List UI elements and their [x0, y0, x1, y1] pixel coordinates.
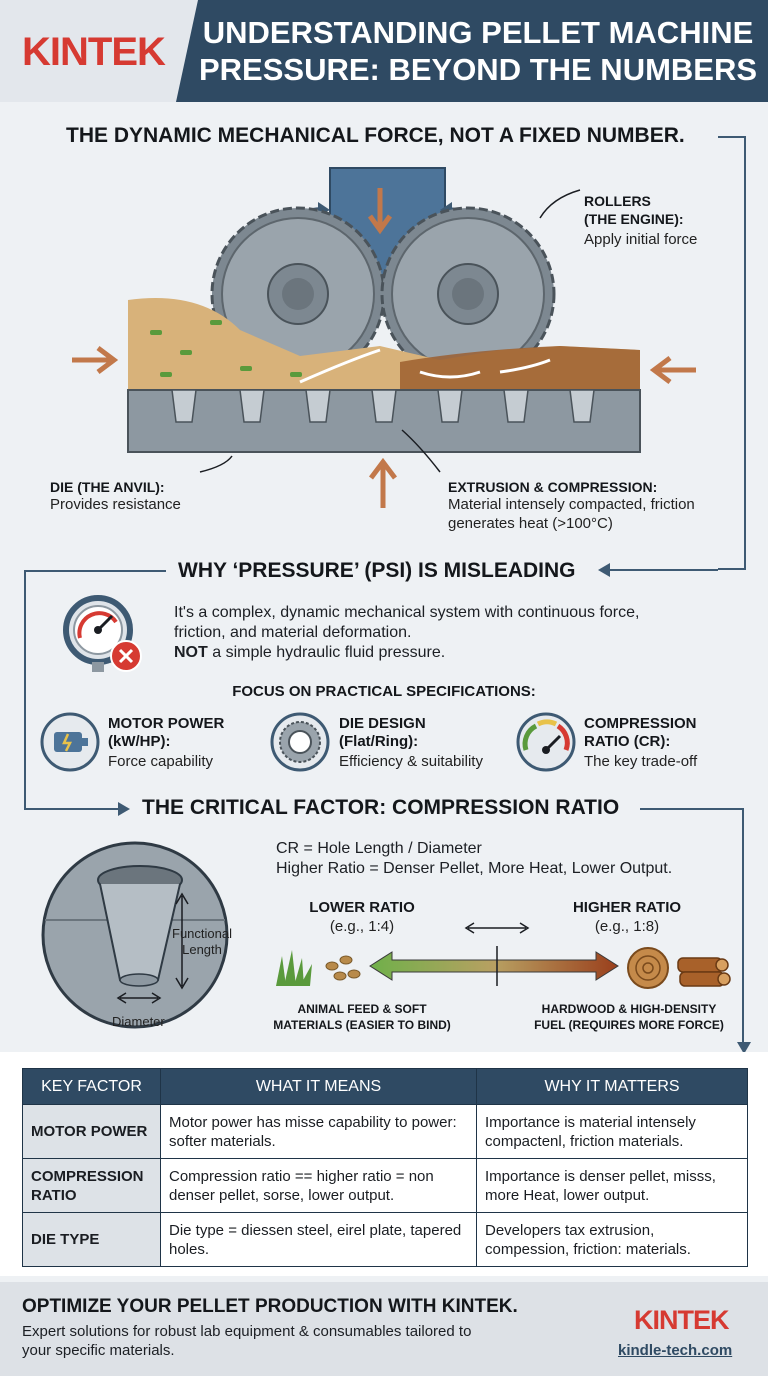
die-label: DIE (THE ANVIL):	[50, 479, 165, 495]
die-desc: Provides resistance	[50, 496, 181, 513]
table-cell-key: MOTOR POWER	[22, 1104, 161, 1159]
footer-kintek-logo: KINTEK	[634, 1305, 729, 1335]
connector-arrowhead-1	[598, 563, 610, 577]
pellet-machine-diagram	[72, 167, 696, 508]
table-row: DIE TYPE Die type = diessen steel, eirel…	[22, 1212, 748, 1267]
cr-formula: CR = Hole Length / Diameter Higher Ratio…	[276, 840, 673, 877]
extrusion-desc: Material intensely compacted, friction g…	[448, 496, 695, 532]
table-header-means: WHAT IT MEANS	[160, 1068, 477, 1105]
higher-ratio-label: HIGHER RATIO (e.g., 1:8)	[572, 899, 682, 935]
spec-cr-title: COMPRESSION RATIO (CR):	[584, 715, 697, 750]
kintek-logo: KINTEK	[22, 30, 166, 74]
section2-desc: It's a complex, dynamic mechanical syste…	[174, 604, 640, 661]
table-cell-key: DIE TYPE	[22, 1212, 161, 1267]
spec-motor-desc: Force capability	[108, 753, 214, 770]
connector-bracket-2	[24, 570, 166, 810]
spec-cr-desc: The key trade-off	[584, 753, 698, 770]
die-up-arrow	[369, 457, 397, 508]
roller-right	[380, 206, 556, 382]
section2-title: WHY ‘PRESSURE’ (PSI) IS MISLEADING	[178, 559, 576, 582]
diameter-label: Diameter	[112, 1014, 165, 1029]
grass-icon	[276, 950, 312, 986]
table-row: MOTOR POWER Motor power has misse capabi…	[22, 1104, 748, 1159]
footer-title: OPTIMIZE YOUR PELLET PRODUCTION WITH KIN…	[22, 1296, 518, 1317]
feed-pellets-icon	[325, 955, 361, 981]
pointer-die	[199, 455, 233, 473]
ratio-scale	[276, 922, 731, 989]
footer: OPTIMIZE YOUR PELLET PRODUCTION WITH KIN…	[0, 1282, 768, 1376]
connector-bracket-1	[718, 136, 746, 570]
footer-subtitle: Expert solutions for robust lab equipmen…	[22, 1323, 472, 1359]
table-cell-means: Motor power has misse capability to powe…	[160, 1104, 477, 1159]
key-factor-table: KEY FACTOR WHAT IT MEANS WHY IT MATTERS …	[22, 1068, 748, 1267]
side-arrow-right	[649, 356, 696, 384]
double-arrow-small	[464, 922, 530, 934]
die-holes	[171, 389, 595, 423]
table-cell-means: Compression ratio == higher ratio = non …	[160, 1158, 477, 1213]
connector-bracket-3	[640, 808, 744, 1044]
spec-motor-title: MOTOR POWER (kW/HP):	[108, 715, 225, 750]
spec-die-title: DIE DESIGN (Flat/Ring):	[339, 715, 426, 750]
connector-line-2	[24, 808, 120, 810]
motor-icon	[40, 712, 100, 772]
page-title: UNDERSTANDING PELLET MACHINE PRESSURE: B…	[198, 15, 758, 87]
table-header-row: KEY FACTOR WHAT IT MEANS WHY IT MATTERS	[22, 1068, 748, 1105]
lower-ratio-label: LOWER RATIO (e.g., 1:4)	[309, 899, 415, 935]
section1-title: THE DYNAMIC MECHANICAL FORCE, NOT A FIXE…	[66, 124, 685, 147]
ratio-gauge-icon	[516, 712, 576, 772]
table-cell-matters: Importance is material intensely compact…	[476, 1104, 748, 1159]
section3-title: THE CRITICAL FACTOR: COMPRESSION RATIO	[142, 796, 620, 819]
extrusion-label: EXTRUSION & COMPRESSION:	[448, 479, 658, 495]
table-cell-matters: Developers tax extrusion, compession, fr…	[476, 1212, 748, 1267]
functional-length-label: Functional Length	[172, 926, 232, 957]
side-arrow-left	[72, 346, 119, 374]
firewood-icon	[677, 957, 731, 987]
spec-die-desc: Efficiency & suitability	[339, 753, 483, 770]
ratio-gradient-arrow	[369, 951, 619, 981]
connector-arrowhead-3	[737, 1042, 751, 1054]
table-cell-means: Die type = diessen steel, eirel plate, t…	[160, 1212, 477, 1267]
feed-down-arrow	[367, 188, 393, 235]
material-flow-arrows	[299, 348, 551, 384]
table-cell-key: COMPRESSION RATIO	[22, 1158, 161, 1213]
pointer-extrusion	[401, 429, 441, 473]
log-slice-icon	[627, 947, 669, 989]
lower-caption: ANIMAL FEED & SOFT MATERIALS (EASIER TO …	[273, 1002, 451, 1032]
rollers-desc: Apply initial force	[584, 231, 698, 248]
focus-title: FOCUS ON PRACTICAL SPECIFICATIONS:	[232, 683, 536, 700]
header-band	[176, 0, 768, 102]
higher-caption: HARDWOOD & HIGH-DENSITY FUEL (REQUIRES M…	[534, 1002, 724, 1032]
table-row: COMPRESSION RATIO Compression ratio == h…	[22, 1158, 748, 1213]
header: KINTEK UNDERSTANDING PELLET MACHINE PRES…	[0, 0, 768, 102]
die-hole-closeup	[41, 841, 229, 1029]
table-cell-matters: Importance is denser pellet, misss, more…	[476, 1158, 748, 1213]
footer-url-link[interactable]: kindle-tech.com	[618, 1342, 733, 1359]
pointer-rollers	[539, 189, 581, 219]
table-header-key: KEY FACTOR	[22, 1068, 161, 1105]
table-header-matters: WHY IT MATTERS	[476, 1068, 748, 1105]
connector-arrowhead-2	[118, 802, 130, 816]
connector-line-1	[602, 569, 718, 571]
die-design-icon	[270, 712, 330, 772]
rollers-label: ROLLERS (THE ENGINE):	[584, 193, 684, 227]
material-particles	[150, 320, 302, 377]
pressure-gauge-icon	[63, 595, 142, 672]
